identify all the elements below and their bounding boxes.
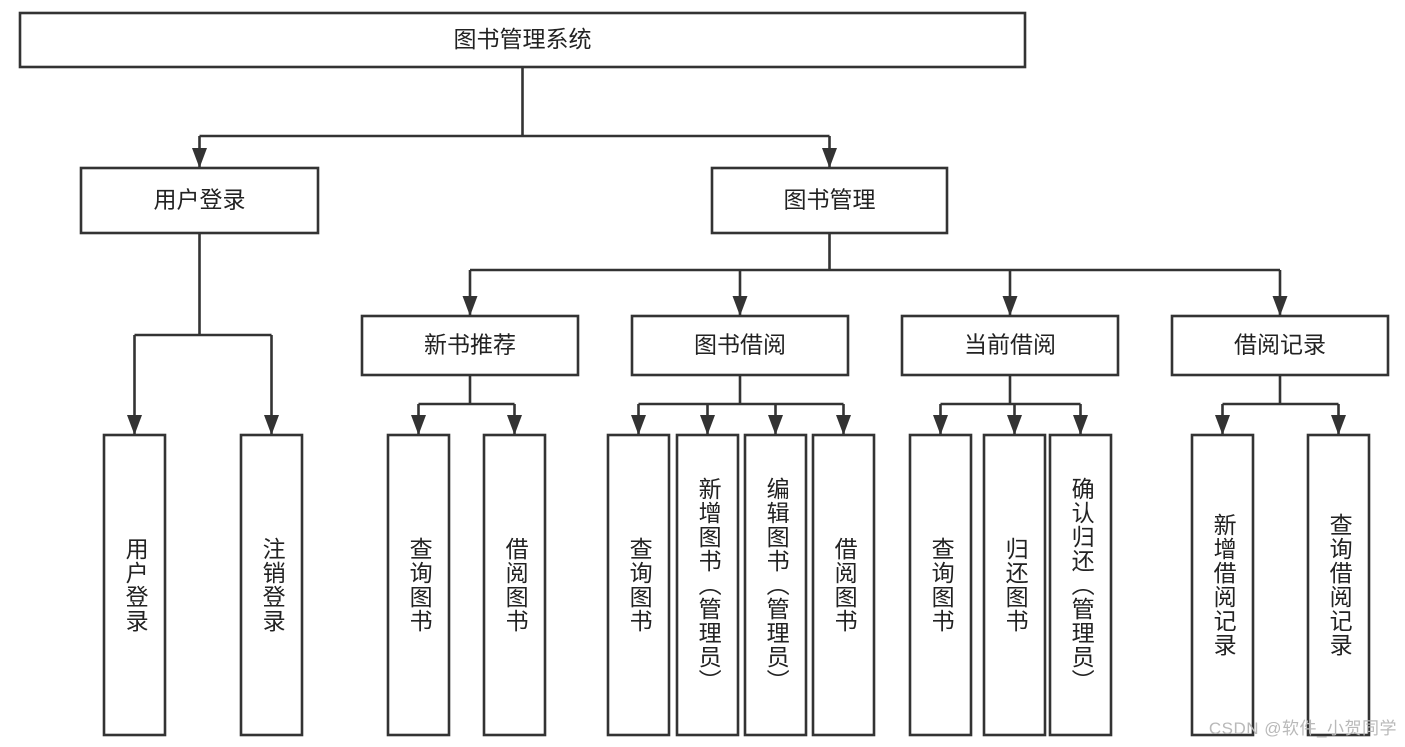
node-leaf-query-book-cur[interactable]: [908, 433, 973, 737]
node-box[interactable]: [1190, 433, 1255, 737]
node-box[interactable]: [482, 433, 547, 737]
node-leaf-query-book-bor[interactable]: [606, 433, 671, 737]
node-box[interactable]: [79, 166, 320, 235]
arrow-head-icon: [1007, 415, 1022, 435]
arrow-head-icon: [1215, 415, 1230, 435]
node-box[interactable]: [743, 433, 808, 737]
node-box[interactable]: [710, 166, 949, 235]
node-label: 当前借阅: [964, 332, 1056, 358]
node-leaf-add-book[interactable]: [675, 433, 740, 737]
node-new-book-recommend[interactable]: 新书推荐: [360, 314, 580, 377]
arrow-head-icon: [192, 148, 207, 168]
arrow-head-icon: [411, 415, 426, 435]
node-box[interactable]: [1048, 433, 1113, 737]
arrow-head-icon: [700, 415, 715, 435]
arrow-head-icon: [836, 415, 851, 435]
arrow-head-icon: [1073, 415, 1088, 435]
node-leaf-query-book-rec[interactable]: [386, 433, 451, 737]
node-user-login[interactable]: 用户登录: [79, 166, 320, 235]
node-leaf-borrow-book-rec[interactable]: [482, 433, 547, 737]
node-box[interactable]: [675, 433, 740, 737]
arrow-head-icon: [768, 415, 783, 435]
node-label: 图书借阅: [694, 332, 786, 358]
node-label: 用户登录: [154, 187, 246, 213]
node-box[interactable]: [606, 433, 671, 737]
node-box[interactable]: [360, 314, 580, 377]
node-box[interactable]: [1306, 433, 1371, 737]
node-box[interactable]: [102, 433, 167, 737]
node-label: 借阅记录: [1234, 332, 1326, 358]
node-box[interactable]: [239, 433, 304, 737]
node-book-manage[interactable]: 图书管理: [710, 166, 949, 235]
node-leaf-user-login[interactable]: [102, 433, 167, 737]
node-box[interactable]: [811, 433, 876, 737]
node-leaf-confirm-return[interactable]: [1048, 433, 1113, 737]
node-leaf-add-record[interactable]: [1190, 433, 1255, 737]
node-box[interactable]: [386, 433, 451, 737]
arrow-head-icon: [127, 415, 142, 435]
connectors-layer: [127, 67, 1346, 435]
arrow-head-icon: [1331, 415, 1346, 435]
node-box[interactable]: [982, 433, 1047, 737]
arrow-head-icon: [1272, 296, 1288, 316]
node-leaf-borrow-book-bor[interactable]: [811, 433, 876, 737]
node-borrow-record[interactable]: 借阅记录: [1170, 314, 1390, 377]
node-leaf-query-record[interactable]: [1306, 433, 1371, 737]
node-root[interactable]: 图书管理系统: [18, 11, 1027, 69]
node-label: 图书管理: [784, 187, 876, 213]
arrow-head-icon: [933, 415, 948, 435]
node-leaf-return-book[interactable]: [982, 433, 1047, 737]
arrow-head-icon: [822, 148, 837, 168]
node-current-borrow[interactable]: 当前借阅: [900, 314, 1120, 377]
arrow-head-icon: [264, 415, 279, 435]
arrow-head-icon: [732, 296, 748, 316]
node-box[interactable]: [1170, 314, 1390, 377]
node-box[interactable]: [630, 314, 850, 377]
watermark-text: CSDN @软件_小贺同学: [1208, 719, 1397, 738]
node-box[interactable]: [18, 11, 1027, 69]
node-leaf-edit-book[interactable]: [743, 433, 808, 737]
node-label: 图书管理系统: [454, 26, 592, 52]
node-leaf-logout[interactable]: [239, 433, 304, 737]
arrow-head-icon: [462, 296, 478, 316]
arrow-head-icon: [507, 415, 522, 435]
arrow-head-icon: [631, 415, 646, 435]
node-label: 新书推荐: [424, 332, 516, 358]
node-box[interactable]: [900, 314, 1120, 377]
node-box[interactable]: [908, 433, 973, 737]
arrow-head-icon: [1002, 296, 1018, 316]
node-book-borrow[interactable]: 图书借阅: [630, 314, 850, 377]
